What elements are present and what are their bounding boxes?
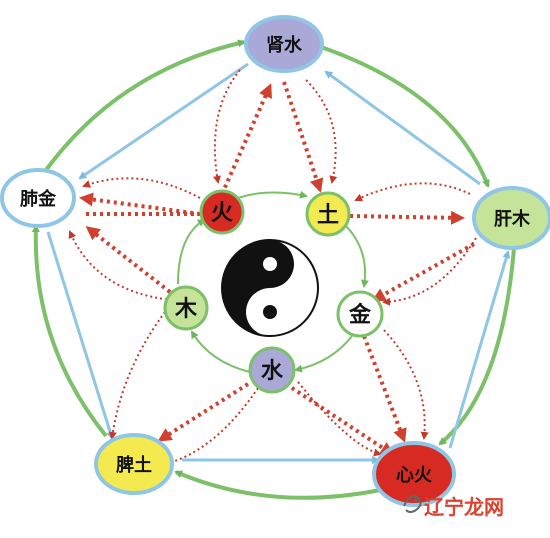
inner-arc-wood-fire bbox=[177, 218, 206, 285]
outer-cycle-arrows bbox=[31, 39, 516, 500]
inner-node-water-label: 水 bbox=[261, 358, 284, 384]
watermark-brand: 辽宁龙网 bbox=[424, 495, 504, 519]
curve-10 bbox=[383, 329, 429, 440]
outer-node-top-label: 肾水 bbox=[266, 34, 303, 56]
curve-3 bbox=[82, 177, 201, 199]
inner-arc-earth-metal bbox=[341, 221, 369, 288]
star-arrows bbox=[79, 81, 475, 456]
inner-node-metal: 金 bbox=[336, 290, 384, 338]
outer-node-left-label: 肺金 bbox=[20, 188, 57, 210]
dragon-logo bbox=[403, 495, 422, 513]
inner-node-earth: 土 bbox=[305, 191, 351, 237]
arc-left-to-top bbox=[44, 39, 246, 172]
watermark: 辽宁龙网 bbox=[403, 495, 504, 519]
outer-node-bottom-right: 心火 bbox=[372, 441, 456, 507]
arc-right-to-bottomright bbox=[438, 247, 516, 446]
outer-node-bottom-right-label: 心火 bbox=[396, 465, 433, 486]
inner-arc-fire-earth bbox=[237, 190, 308, 199]
curve-8 bbox=[164, 387, 259, 467]
small-dotted-curves bbox=[68, 69, 477, 467]
inner-node-fire-label: 火 bbox=[211, 200, 233, 226]
star-fire-to-top bbox=[220, 83, 272, 195]
star-water-to-bottomleft bbox=[157, 382, 250, 442]
inner-node-earth-label: 土 bbox=[317, 202, 339, 228]
star-right-to-metal bbox=[371, 242, 475, 302]
arc-top-to-right bbox=[317, 44, 490, 188]
inner-arc-water-wood bbox=[190, 330, 251, 373]
curve-4 bbox=[354, 182, 471, 202]
curve-5 bbox=[382, 237, 477, 306]
inner-node-wood-label: 木 bbox=[174, 296, 198, 322]
inner-node-water: 水 bbox=[248, 346, 296, 394]
inner-node-fire: 火 bbox=[199, 189, 245, 235]
star-water-to-bottomright bbox=[284, 382, 395, 456]
star-top-to-earth bbox=[282, 81, 324, 193]
outer-node-bottom-left: 脾土 bbox=[94, 433, 174, 495]
curve-9 bbox=[297, 381, 382, 457]
curve-2 bbox=[305, 79, 338, 184]
outer-node-right-label: 肝木 bbox=[494, 208, 531, 230]
inner-node-wood: 木 bbox=[163, 285, 209, 331]
arc-bottomleft-to-left bbox=[31, 224, 108, 438]
star-metal-to-bottomright bbox=[362, 335, 407, 443]
inner-node-metal-label: 金 bbox=[348, 302, 372, 328]
outer-node-bottom-left-label: 脾土 bbox=[116, 454, 152, 476]
star-wood-to-leftnode bbox=[85, 226, 172, 294]
curve-6 bbox=[68, 230, 173, 301]
edge-bottomright-to-right bbox=[448, 250, 511, 449]
arc-bottomright-to-bottomleft bbox=[174, 470, 381, 500]
edge-right-to-top bbox=[324, 70, 481, 186]
edge-top-to-left bbox=[78, 62, 249, 180]
curve-1 bbox=[213, 69, 241, 184]
star-earth-to-right bbox=[349, 210, 465, 225]
edge-left-to-bottomleft bbox=[46, 231, 115, 440]
outer-node-left: 肺金 bbox=[0, 168, 76, 228]
pentagon-arrows bbox=[46, 62, 511, 464]
curve-7 bbox=[108, 307, 169, 440]
yin-yang-icon bbox=[221, 239, 319, 337]
outer-node-top: 肾水 bbox=[244, 15, 324, 73]
inner-arc-metal-water bbox=[294, 335, 353, 373]
star-fire-to-left bbox=[79, 192, 201, 216]
outer-node-right: 肝木 bbox=[472, 186, 550, 250]
inner-cycle bbox=[177, 190, 369, 373]
